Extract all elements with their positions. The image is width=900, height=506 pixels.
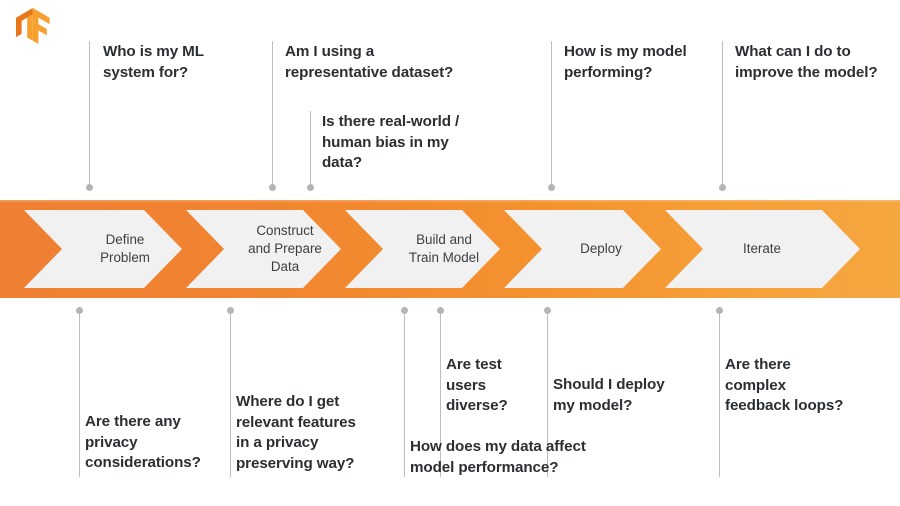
connector-dot-are-there-complex-feedback-loops	[716, 307, 723, 314]
connector-line-how-is-my-model-performing	[551, 41, 552, 191]
connector-line-how-does-my-data-affect-model-performance	[404, 307, 405, 477]
connector-line-am-i-using-a-representative-dataset	[272, 41, 273, 191]
connector-dot-who-is-my-ml-system-for	[86, 184, 93, 191]
connector-dot-how-is-my-model-performing	[548, 184, 555, 191]
connector-dot-where-do-i-get-relevant-features	[227, 307, 234, 314]
callout-is-there-real-world-human-bias: Is there real-world / human bias in my d…	[322, 113, 460, 172]
callout-should-i-deploy-my-model: Should I deploy my model?	[553, 376, 665, 414]
chevron-build-train-model[interactable]	[345, 210, 500, 288]
connector-line-who-is-my-ml-system-for	[89, 41, 90, 191]
connector-line-are-there-complex-feedback-loops	[719, 307, 720, 477]
connector-dot-am-i-using-a-representative-dataset	[269, 184, 276, 191]
callout-what-can-i-do-to-improve-the-model: What can I do to improve the model?	[735, 43, 878, 81]
callout-where-do-i-get-relevant-features: Where do I get relevant features in a pr…	[236, 393, 356, 473]
callout-are-there-any-privacy-considerations: Are there any privacy considerations?	[85, 413, 201, 472]
connector-dot-are-test-users-diverse	[437, 307, 444, 314]
banner-top-highlight	[0, 200, 900, 202]
chevron-define-problem[interactable]	[24, 210, 182, 288]
connector-dot-is-there-real-world-human-bias	[307, 184, 314, 191]
connector-line-are-there-any-privacy-considerations	[79, 307, 80, 477]
connector-dot-what-can-i-do-to-improve-the-model	[719, 184, 726, 191]
chevron-iterate[interactable]	[665, 210, 860, 288]
connector-line-where-do-i-get-relevant-features	[230, 307, 231, 477]
callout-am-i-using-a-representative-dataset: Am I using a representative dataset?	[285, 43, 454, 81]
connector-dot-how-does-my-data-affect-model-performance	[401, 307, 408, 314]
connector-line-are-test-users-diverse	[440, 307, 441, 477]
chevron-deploy[interactable]	[504, 210, 661, 288]
callout-who-is-my-ml-system-for: Who is my ML system for?	[103, 43, 204, 81]
callout-how-does-my-data-affect-model-performance: How does my data affect model performanc…	[410, 438, 586, 476]
connector-line-what-can-i-do-to-improve-the-model	[722, 41, 723, 191]
chevron-group	[24, 210, 860, 288]
connector-dot-should-i-deploy-my-model	[544, 307, 551, 314]
connector-line-is-there-real-world-human-bias	[310, 111, 311, 191]
callout-how-is-my-model-performing: How is my model performing?	[564, 43, 687, 81]
callout-are-test-users-diverse: Are test users diverse?	[446, 356, 508, 415]
chevron-construct-prepare-data[interactable]	[186, 210, 341, 288]
tensorflow-logo	[16, 8, 50, 44]
callout-are-there-complex-feedback-loops: Are there complex feedback loops?	[725, 356, 844, 415]
connector-dot-are-there-any-privacy-considerations	[76, 307, 83, 314]
connector-line-should-i-deploy-my-model	[547, 307, 548, 477]
